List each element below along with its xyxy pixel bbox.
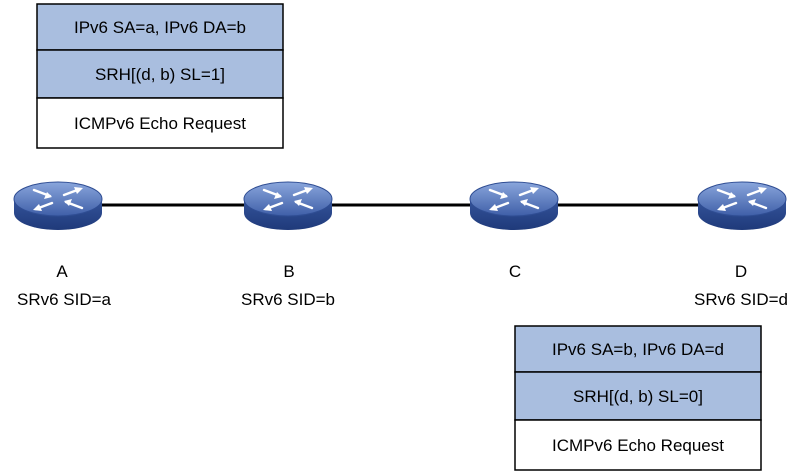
router-icon — [469, 181, 559, 230]
router-a — [13, 181, 103, 230]
router-a-sid: SRv6 SID=a — [17, 290, 112, 309]
router-b-sid: SRv6 SID=b — [241, 290, 335, 309]
packet-a-to-b: IPv6 SA=a, IPv6 DA=b SRH[(d, b) SL=1] IC… — [36, 3, 284, 149]
router-icon — [13, 181, 103, 230]
router-b — [243, 181, 333, 230]
router-d-sid: SRv6 SID=d — [694, 290, 788, 309]
packet-2-srh: SRH[(d, b) SL=0] — [573, 387, 703, 406]
router-d-name: D — [735, 262, 747, 281]
router-icon — [697, 181, 787, 230]
packet-1-ipv6-header: IPv6 SA=a, IPv6 DA=b — [74, 18, 246, 37]
packet-1-srh-row — [36, 49, 284, 99]
packet-2-payload-row — [514, 419, 762, 471]
packet-2-srh-row — [514, 371, 762, 421]
packet-1-payload-row — [36, 97, 284, 149]
packet-2-payload: ICMPv6 Echo Request — [552, 436, 724, 455]
packet-1-srh: SRH[(d, b) SL=1] — [95, 65, 225, 84]
packet-1-header-row — [36, 3, 284, 51]
router-icon — [243, 181, 333, 230]
router-c — [469, 181, 559, 230]
packet-2-ipv6-header: IPv6 SA=b, IPv6 DA=d — [552, 340, 724, 359]
router-c-name: C — [509, 262, 521, 281]
packet-1-payload: ICMPv6 Echo Request — [74, 114, 246, 133]
router-a-name: A — [56, 262, 68, 281]
router-b-name: B — [283, 262, 294, 281]
packet-b-to-d: IPv6 SA=b, IPv6 DA=d SRH[(d, b) SL=0] IC… — [514, 325, 762, 471]
packet-2-header-row — [514, 325, 762, 373]
router-d — [697, 181, 787, 230]
